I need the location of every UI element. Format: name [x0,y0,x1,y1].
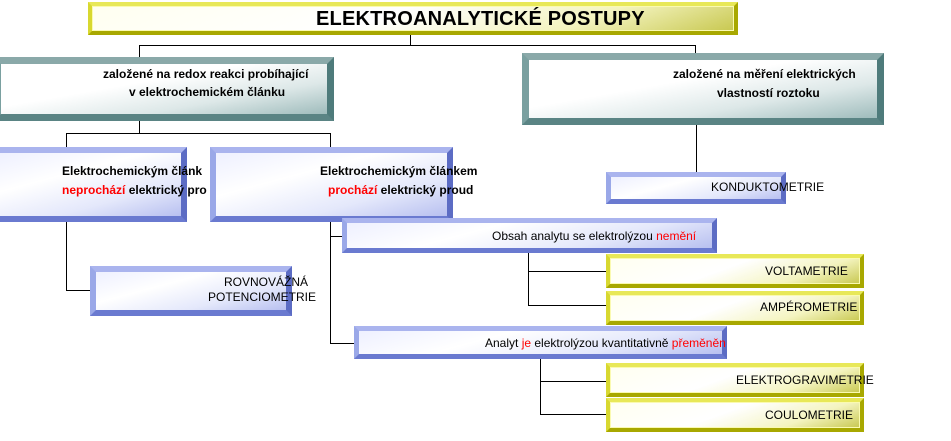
no-current-rest: elektrický pro [125,183,207,197]
konduktometrie-box: KONDUKTOMETRIE [606,172,824,204]
connector-unchanged-down [528,252,529,305]
elektrogravimetrie-label: ELEKTROGRAVIMETRIE [736,373,874,387]
connector-title-down [410,33,411,45]
connector-to-voltametrie [528,271,607,272]
elektrogravimetrie-box: ELEKTROGRAVIMETRIE [606,363,874,397]
redox-label-line1: založené na redox reakci probíhající [103,67,309,81]
connector-to-rovnovazna [66,290,92,291]
connector-to-coulometrie [540,414,607,415]
connector-properties-down [696,125,697,172]
connector-to-elektrogravimetrie [540,381,607,382]
connector-to-redox [139,45,140,57]
no-current-box: Elektrochemickým článk neprochází elektr… [0,147,207,222]
coulometrie-box: COULOMETRIE [606,398,864,432]
current-box: Elektrochemickým článkem prochází elektr… [210,147,477,222]
properties-label-line1: založené na měření elektrických [673,67,856,81]
redox-label-line2: v elektrochemickém článku [129,85,286,99]
unchanged-label: Obsah analytu se elektrolýzou nemění [492,229,696,243]
voltametrie-label: VOLTAMETRIE [765,264,848,278]
converted-box: Analyt je elektrolýzou kvantitativně pře… [354,326,727,359]
no-current-emphasis: neprochází [62,183,126,197]
connector-to-current [330,133,331,147]
converted-text-a: Analyt [485,336,522,350]
connector-current-down [330,222,331,344]
unchanged-emphasis: nemění [656,229,697,243]
rovnovazna-line1: ROVNOVÁŽNÁ [224,275,309,289]
amperometrie-box: AMPÉROMETRIE [606,291,864,325]
converted-emphasis-2: přeměněn [671,336,726,350]
properties-branch-box: založené na měření elektrických vlastnos… [522,53,884,125]
unchanged-text: Obsah analytu se elektrolýzou [492,229,657,243]
connector-redox-horizontal [66,133,330,134]
current-emphasis: prochází [328,183,378,197]
amperometrie-label: AMPÉROMETRIE [760,300,858,314]
connector-to-converted [330,343,354,344]
converted-text-b: elektrolýzou kvantitativně [531,336,672,350]
coulometrie-label: COULOMETRIE [765,408,854,422]
connector-to-properties [695,45,696,57]
current-rest: elektrický proud [377,183,474,197]
current-line1: Elektrochemickým článkem [320,164,478,178]
no-current-line1: Elektrochemickým článk [62,164,203,178]
rovnovazna-line2: POTENCIOMETRIE [208,290,317,304]
no-current-line2: neprochází elektrický pro [62,183,207,197]
redox-branch-box: založené na redox reakci probíhající v e… [0,57,334,121]
connector-to-unchanged [330,236,344,237]
connector-redox-down [139,120,140,133]
connector-to-amperometrie [528,305,607,306]
connector-converted-down [540,358,541,415]
unchanged-box: Obsah analytu se elektrolýzou nemění [342,218,717,253]
converted-emphasis-1: je [521,336,532,350]
rovnovazna-box: ROVNOVÁŽNÁ POTENCIOMETRIE [90,266,316,316]
konduktometrie-label: KONDUKTOMETRIE [711,180,825,194]
connector-no-current-down [66,222,67,290]
connector-to-no-current [66,133,67,147]
voltametrie-box: VOLTAMETRIE [606,254,864,288]
connector-top-horizontal [139,45,695,46]
diagram-title: ELEKTROANALYTICKÉ POSTUPY [316,8,645,30]
title-box: ELEKTROANALYTICKÉ POSTUPY [88,2,738,35]
properties-label-line2: vlastností roztoku [717,86,820,100]
converted-label: Analyt je elektrolýzou kvantitativně pře… [485,336,726,350]
current-line2: prochází elektrický proud [328,183,473,197]
